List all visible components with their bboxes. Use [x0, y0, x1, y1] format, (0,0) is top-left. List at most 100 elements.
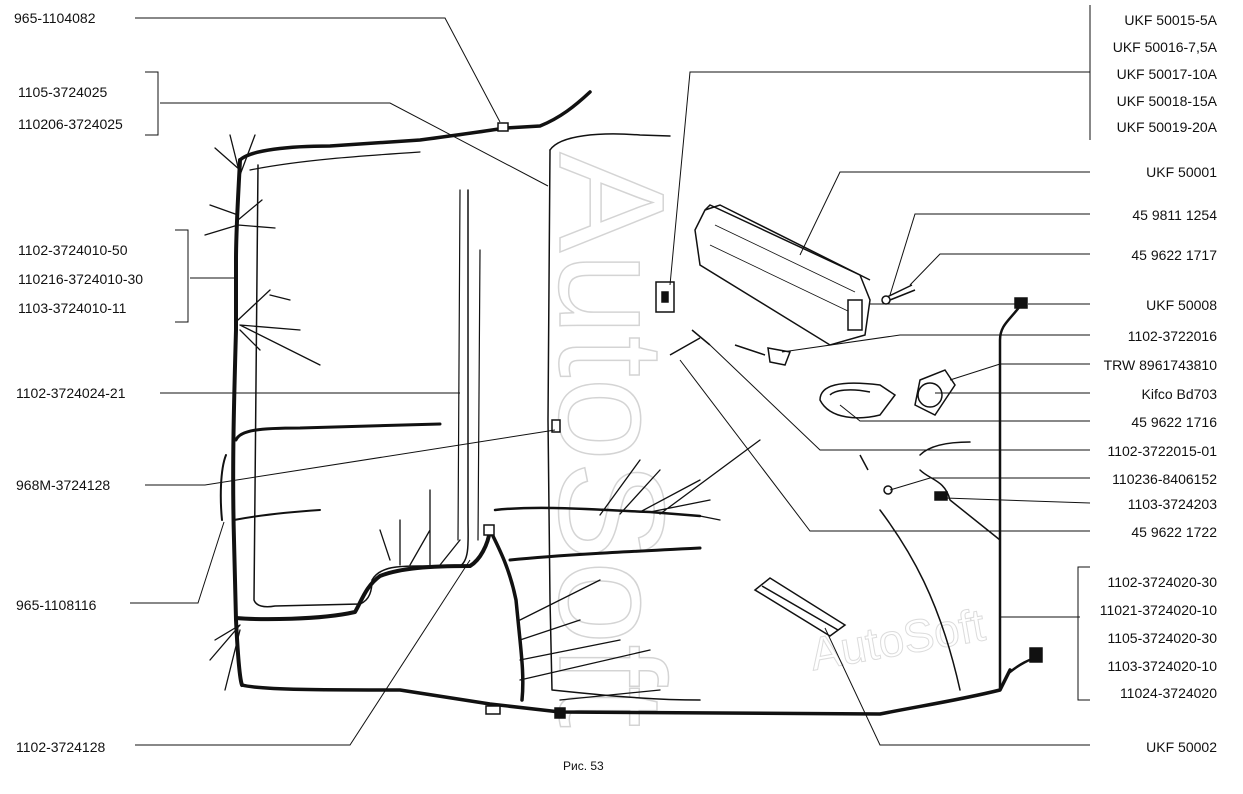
label-45-9622-1722: 45 9622 1722 [1131, 524, 1217, 540]
watermark-text-small: AutoSoft [806, 598, 989, 680]
fuse-box-ribs [709, 224, 856, 313]
label-110206-3724025: 110206-3724025 [18, 116, 123, 132]
label-11024-3724020: 11024-3724020 [1119, 685, 1217, 701]
bottom-left-loop [234, 528, 492, 622]
relay-block [655, 281, 675, 313]
central-harness-right [493, 506, 702, 518]
leader-r14 [709, 344, 1090, 451]
fan-center [379, 489, 461, 566]
thin-branch-2 [477, 249, 481, 541]
leader-r23 [824, 627, 1090, 746]
leader-r11 [949, 363, 1090, 381]
leader-r8 [909, 253, 1090, 286]
fan-top-left [204, 134, 276, 236]
fuse-box [694, 204, 871, 346]
inner-frame [253, 164, 469, 608]
watermark: AutoSoft AutoSoft [527, 152, 989, 729]
label-brackets [145, 5, 1091, 701]
top-run [238, 90, 592, 162]
connector-bottom-2 [554, 707, 566, 719]
inline-connector [934, 491, 948, 501]
washer [881, 295, 891, 305]
leader-r15 [889, 477, 1090, 491]
label-UKF-50019-20A: UKF 50019-20A [1116, 119, 1217, 135]
label-45-9622-1717: 45 9622 1717 [1131, 247, 1217, 263]
label-1102-3724010-50: 1102-3724010-50 [18, 242, 128, 258]
sensor-small [883, 485, 893, 495]
bracket [767, 347, 792, 366]
connector-center [483, 524, 495, 536]
leader-r7 [889, 213, 1090, 296]
label-11021-3724020-10: 11021-3724020-10 [1099, 602, 1217, 618]
cable-channel [753, 577, 847, 637]
leader-lines [130, 17, 1091, 746]
label-UKF-50008: UKF 50008 [1146, 297, 1217, 313]
connector-mid [551, 419, 561, 433]
bolt-bracket [734, 344, 766, 356]
clamp-ring [829, 389, 871, 396]
leader-r1-r5 [669, 71, 1090, 286]
label-110236-8406152: 110236-8406152 [1112, 471, 1217, 487]
label-968M-3724128: 968M-3724128 [16, 477, 111, 493]
connector-top [497, 122, 509, 132]
leader-l8 [145, 429, 556, 486]
left-lower-branch [233, 509, 321, 521]
label-1102-3724024-21: 1102-3724024-21 [16, 385, 126, 401]
bracket-l2-l3 [145, 71, 159, 136]
label-UKF-50017-10A: UKF 50017-10A [1116, 66, 1217, 82]
label-1105-3724025: 1105-3724025 [18, 84, 108, 100]
bottom-run [240, 668, 1012, 716]
connector-right-lower [1029, 647, 1043, 663]
fuse-box-clip [847, 299, 863, 331]
connector-bottom [485, 705, 501, 715]
label-UKF-50018-15A: UKF 50018-15A [1116, 93, 1217, 109]
leader-l1 [135, 17, 501, 123]
label-UKF-50015-5A: UKF 50015-5A [1124, 12, 1217, 28]
label-965-1108116: 965-1108116 [16, 597, 97, 613]
label-1102-3722015-01: 1102-3722015-01 [1107, 443, 1217, 459]
thin-branch-1 [457, 189, 461, 541]
left-mid-branch-2 [219, 454, 227, 521]
bolt-left [669, 329, 711, 356]
watermark-text-large: AutoSoft [528, 152, 696, 727]
label-45-9811-1254: 45 9811 1254 [1132, 207, 1217, 223]
label-965-1104082: 965-1104082 [14, 10, 96, 26]
left-mid-branch [234, 422, 442, 442]
leader-r6 [799, 171, 1090, 256]
fuse-box-top [704, 204, 871, 281]
connector-right-upper [1014, 297, 1028, 309]
label-UKF-50016-7-5A: UKF 50016-7,5A [1112, 39, 1217, 55]
central-spine [488, 528, 525, 702]
sensor-ring [917, 382, 943, 408]
clamp-assembly [819, 382, 897, 419]
label-1102-3722016: 1102-3722016 [1127, 328, 1217, 344]
label-45-9622-1716: 45 9622 1716 [1131, 414, 1217, 430]
leader-r10 [781, 334, 1090, 353]
fan-lower [519, 579, 661, 701]
bracket-r18-r22 [1077, 566, 1090, 701]
label-1103-3724203: 1103-3724203 [1127, 496, 1217, 512]
sensor-probe [859, 454, 869, 471]
label-110216-3724010-30: 110216-3724010-30 [18, 271, 144, 287]
left-trunk [231, 158, 244, 687]
fan-right [599, 439, 761, 521]
leader-l10 [135, 559, 471, 746]
cable-channel-inner [761, 585, 839, 631]
screw-1 [884, 284, 916, 301]
fan-bottom-left [209, 624, 241, 691]
leader-l9 [130, 521, 225, 604]
label-1103-3724010-11: 1103-3724010-11 [18, 300, 127, 316]
central-branch-right [508, 546, 702, 562]
leader-l2-l3 [160, 102, 549, 187]
label-UKF-50001: UKF 50001 [1146, 164, 1217, 180]
label-1105-3724020-30: 1105-3724020-30 [1107, 630, 1217, 646]
right-vertical [998, 304, 1022, 692]
leader-r17 [679, 359, 1090, 532]
label-UKF-50002: UKF 50002 [1146, 739, 1217, 755]
hardware [669, 284, 956, 637]
top-branch [249, 151, 421, 171]
connectors [483, 122, 1043, 719]
leader-r16 [944, 497, 1091, 504]
label-Kifco-Bd703: Kifco Bd703 [1141, 386, 1218, 402]
